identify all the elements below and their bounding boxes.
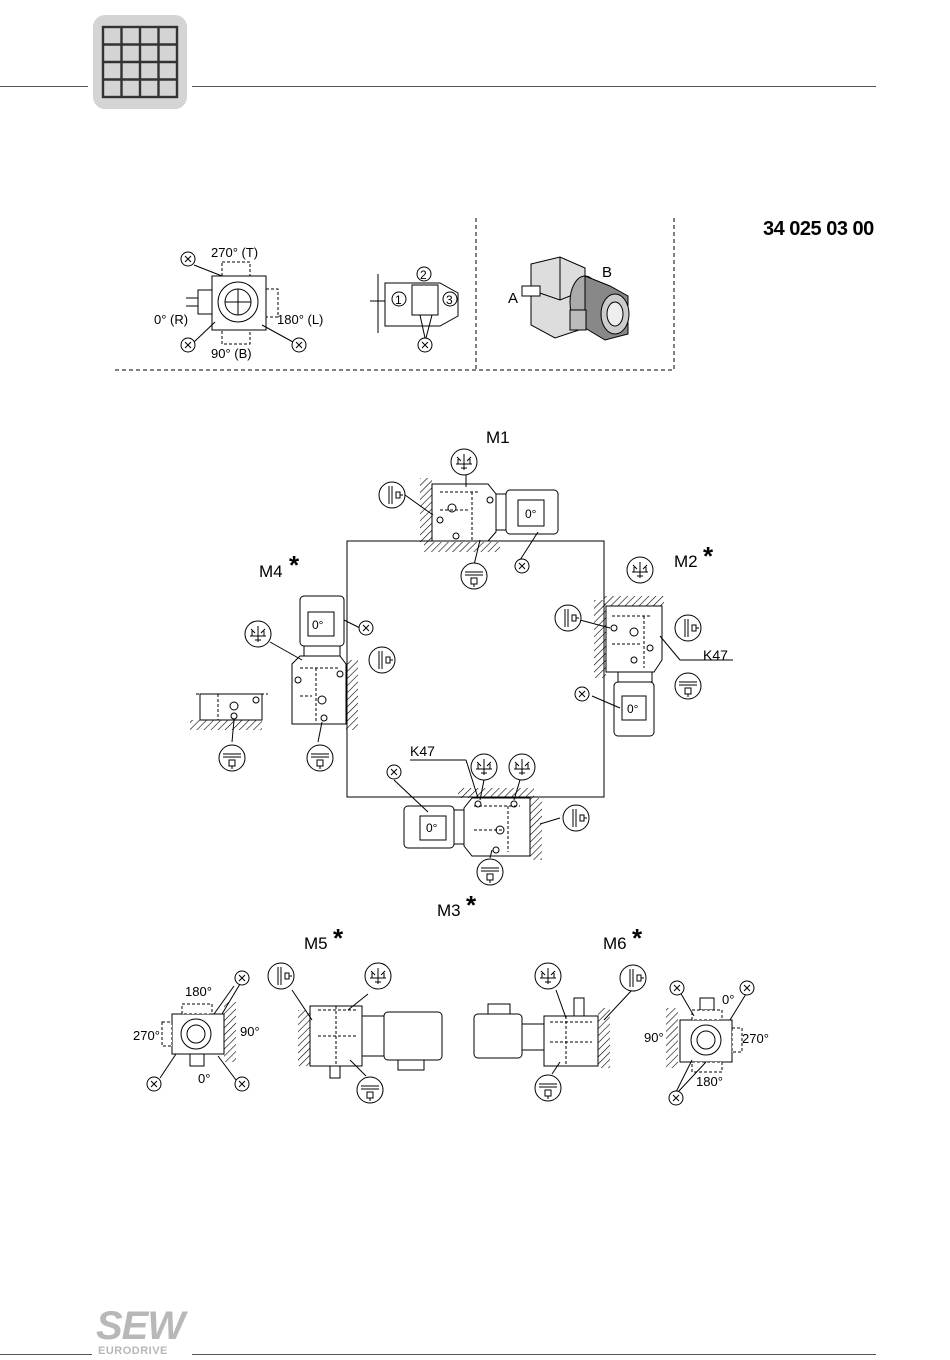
oil-drain-icon (307, 745, 333, 771)
terminal-box-angle-m2: 0° (627, 702, 639, 716)
oil-level-icon (620, 965, 646, 991)
m5-angle-bottom: 0° (198, 1071, 210, 1086)
x-marker-icon (669, 1091, 683, 1105)
angle-label-left: 0° (R) (154, 312, 188, 327)
terminal-box-angle-m3: 0° (426, 821, 438, 835)
shaft-label-a: A (508, 290, 518, 307)
position-label-m6: M6 (603, 934, 627, 953)
x-marker-icon (740, 981, 754, 995)
m6-angle-left: 90° (644, 1030, 664, 1045)
position-m2: 0° K47 (555, 557, 733, 736)
oil-level-icon (675, 615, 701, 641)
m5-angle-right: 90° (240, 1024, 260, 1039)
footer-rule-right (192, 1354, 876, 1355)
brand-logo-sub: EURODRIVE (98, 1345, 168, 1357)
x-marker-icon (235, 1077, 249, 1091)
x-marker-icon (147, 1077, 161, 1091)
breather-icon (451, 449, 477, 475)
special-position-star: * (466, 890, 477, 920)
x-marker-icon (235, 971, 249, 985)
m5-angle-top: 180° (185, 984, 212, 999)
breather-icon (535, 963, 561, 989)
x-marker-icon (575, 687, 589, 701)
position-m6: 0° 90° 270° 180° (474, 963, 769, 1105)
oil-drain-icon (675, 673, 701, 699)
m6-angle-right: 270° (742, 1031, 769, 1046)
oil-drain-icon (357, 1077, 383, 1103)
position-label-m2: M2 (674, 552, 698, 571)
terminal-box-angle-m4: 0° (312, 618, 324, 632)
type-label-k47: K47 (410, 743, 435, 759)
breather-icon (509, 754, 535, 780)
x-marker-icon (670, 981, 684, 995)
m6-angle-bottom: 180° (696, 1074, 723, 1089)
x-marker-icon (181, 338, 195, 352)
position-m5: 180° 270° 90° 0° (133, 963, 442, 1103)
cable-entry-1: 1 (395, 293, 402, 307)
position-m4: 0° (190, 596, 395, 771)
oil-level-icon (369, 647, 395, 673)
x-marker-icon (515, 559, 529, 573)
x-marker-icon (292, 338, 306, 352)
angle-label-top: 270° (T) (211, 245, 258, 260)
x-marker-icon (181, 252, 195, 266)
oil-level-icon (563, 805, 589, 831)
terminal-box-rotation-legend (186, 262, 293, 344)
position-label-m1: M1 (486, 428, 510, 447)
special-position-star: * (289, 550, 300, 580)
oil-drain-icon (477, 859, 503, 885)
breather-icon (627, 557, 653, 583)
x-marker-icon (387, 765, 401, 779)
breather-icon (365, 963, 391, 989)
footer-rule-left (0, 1354, 92, 1355)
oil-drain-icon (535, 1075, 561, 1101)
type-label-k47: K47 (703, 647, 728, 663)
breather-icon (245, 621, 271, 647)
terminal-box-angle-m1: 0° (525, 507, 537, 521)
brand-logo: SEW (96, 1306, 184, 1346)
x-marker-icon (418, 338, 432, 352)
cable-entry-3: 3 (446, 293, 453, 307)
oil-level-icon (555, 605, 581, 631)
position-label-m3: M3 (437, 901, 461, 920)
position-m1: 0° (379, 449, 558, 589)
m6-angle-top: 0° (722, 992, 734, 1007)
oil-level-icon (379, 482, 405, 508)
angle-label-bottom: 90° (B) (211, 346, 252, 361)
m5-angle-left: 270° (133, 1028, 160, 1043)
x-marker-icon (359, 621, 373, 635)
special-position-star: * (703, 541, 714, 571)
position-m3: 0° K47 (387, 743, 589, 885)
gear-unit-illustration (522, 257, 629, 340)
position-label-m4: M4 (259, 562, 283, 581)
special-position-star: * (333, 923, 344, 953)
position-label-m5: M5 (304, 934, 328, 953)
oil-level-icon (268, 963, 294, 989)
breather-icon (471, 754, 497, 780)
special-position-star: * (632, 923, 643, 953)
cable-entry-2: 2 (420, 268, 427, 282)
shaft-label-b: B (602, 264, 612, 281)
oil-drain-icon (461, 563, 487, 589)
oil-drain-icon (219, 745, 245, 771)
angle-label-right: 180° (L) (277, 312, 323, 327)
